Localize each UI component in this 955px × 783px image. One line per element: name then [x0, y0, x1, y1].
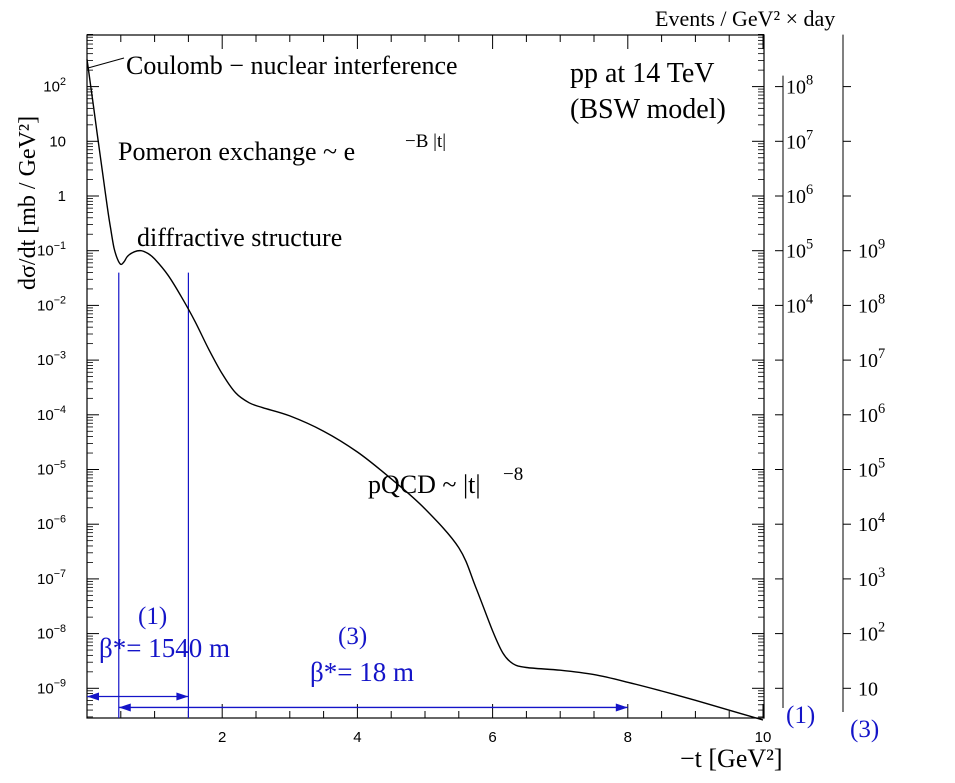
- axis-3-tick-label: 108: [858, 291, 885, 317]
- y-tick-label: 1: [58, 188, 66, 205]
- range-3-arrowhead-left: [118, 703, 131, 712]
- y-tick-label: 10−4: [37, 404, 66, 424]
- y-tick-label: 10: [49, 133, 66, 150]
- axis-1-tick-label: 108: [786, 73, 813, 99]
- x-tick-label: 8: [624, 729, 632, 746]
- range-3-arrowhead-right: [615, 703, 628, 712]
- range-3-label: β*= 18 m: [310, 657, 414, 687]
- axis-3-label: (3): [850, 716, 879, 743]
- y-tick-label: 10−3: [37, 349, 66, 369]
- axis-3-tick-label: 109: [858, 237, 885, 263]
- axis-1-tick-label: 107: [786, 127, 813, 153]
- range-1-tag: (1): [138, 603, 167, 630]
- axis-3-tick-label: 107: [858, 346, 885, 372]
- y-tick-label: 10−7: [37, 568, 66, 588]
- x-tick-label: 6: [488, 729, 496, 746]
- annotation-coulomb: Coulomb − nuclear interference: [126, 51, 458, 80]
- chart-title: pp at 14 TeV: [570, 58, 715, 89]
- y-tick-label: 10−1: [37, 240, 66, 260]
- axis-3-tick-label: 106: [858, 401, 885, 427]
- y-tick-label: 10−5: [37, 459, 66, 479]
- range-3-tag: (3): [338, 623, 367, 650]
- y-tick-label: 10−8: [37, 623, 66, 643]
- axis-1-tick-label: 104: [786, 291, 813, 317]
- range-1-arrowhead-right: [176, 692, 189, 701]
- cross-section-curve: [86, 59, 764, 721]
- chart-subtitle: (BSW model): [570, 94, 726, 125]
- right-axis-title: Events / GeV² × day: [655, 6, 835, 31]
- axis-1-tick-label: 106: [786, 182, 813, 208]
- annotation-pomeron-exponent: −B |t|: [405, 131, 446, 152]
- annotation-pqcd-exponent: −8: [503, 464, 523, 485]
- annotation-diffractive: diffractive structure: [137, 223, 342, 252]
- y-tick-label: 102: [43, 76, 66, 96]
- range-1-label: β*= 1540 m: [99, 633, 230, 663]
- range-1-arrowhead-left: [87, 692, 99, 701]
- x-tick-label: 4: [353, 729, 361, 746]
- x-tick-label: 2: [218, 729, 226, 746]
- axis-3-tick-label: 104: [858, 510, 885, 536]
- coulomb-annotation-leader: [87, 57, 125, 69]
- axis-1-tick-label: 105: [786, 237, 813, 263]
- annotation-pomeron: Pomeron exchange ~ e: [118, 137, 355, 166]
- axis-3-tick-label: 105: [858, 456, 885, 482]
- y-tick-label: 10−2: [37, 295, 66, 315]
- y-axis-label: dσ/dt [mb / GeV²]: [15, 116, 41, 290]
- x-tick-label: 10: [755, 729, 772, 746]
- y-tick-label: 10−9: [37, 678, 66, 698]
- axis-3-tick-label: 103: [858, 565, 885, 591]
- axis-3-tick-label: 10: [858, 678, 878, 700]
- x-axis-label: −t [GeV²]: [680, 744, 783, 773]
- axis-1-label: (1): [786, 702, 815, 729]
- axis-3-tick-label: 102: [858, 620, 885, 646]
- annotation-pqcd: pQCD ~ |t|: [368, 470, 481, 499]
- y-tick-label: 10−6: [37, 513, 66, 533]
